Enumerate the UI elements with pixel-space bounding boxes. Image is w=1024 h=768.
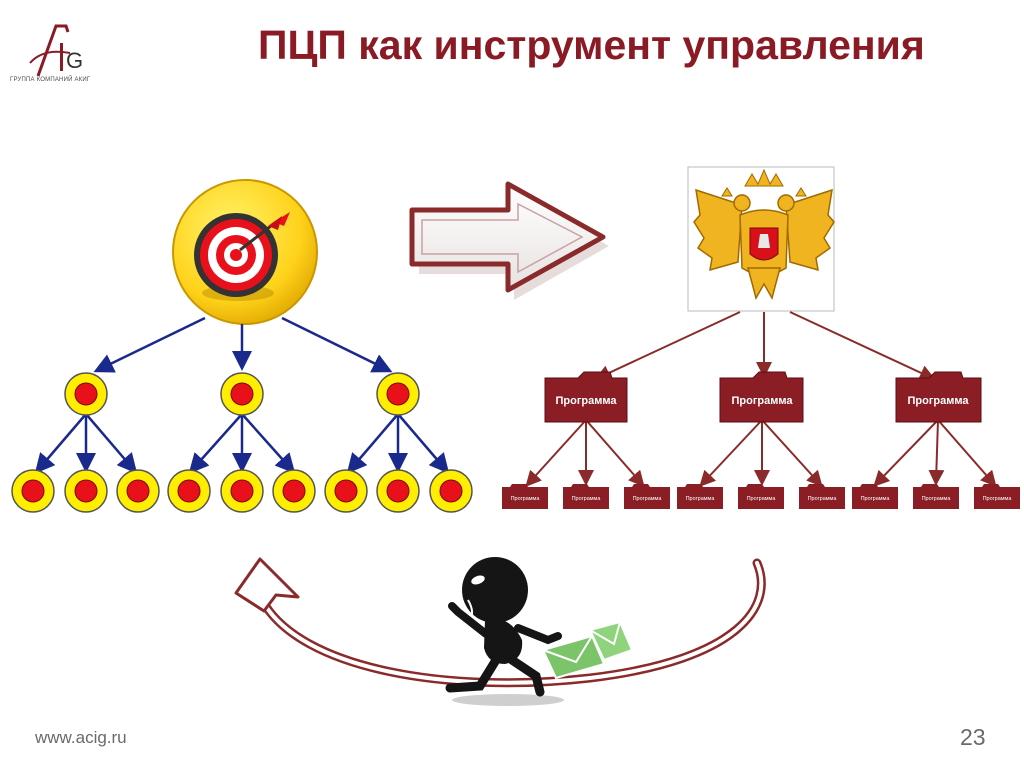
subprogram-label: Программа (983, 496, 1013, 502)
program-folder: Программа (895, 371, 982, 423)
tree-leaf (429, 469, 473, 513)
tree-leaf (220, 469, 264, 513)
subprogram-label: Программа (686, 496, 716, 502)
subprogram-label: Программа (633, 496, 663, 502)
running-man-icon (445, 557, 634, 706)
subprogram-folder: Программа (799, 484, 845, 509)
left-tree-connectors (34, 316, 450, 474)
program-folder: Программа (544, 371, 628, 423)
subprogram-label: Программа (747, 496, 777, 502)
subprogram-folder: Программа (677, 484, 723, 509)
program-label: Программа (907, 395, 969, 407)
target-icon (172, 179, 318, 325)
subprogram-label: Программа (808, 496, 838, 502)
subprogram-label: Программа (572, 496, 602, 502)
subprogram-folder: Программа (738, 484, 784, 509)
subprogram-folder: Программа (624, 484, 670, 509)
coat-of-arms-icon (687, 166, 835, 312)
program-folders: Программа Программа Программа (544, 371, 982, 423)
tree-leaf (167, 469, 211, 513)
company-logo: G (29, 24, 83, 77)
subprogram-folder: Программа (974, 484, 1020, 509)
right-tree-connectors (525, 311, 997, 488)
subprogram-folder: Программа (563, 484, 609, 509)
subprogram-folder: Программа (852, 484, 898, 509)
left-tree-branch-nodes (64, 372, 420, 416)
page-number: 23 (960, 724, 986, 750)
subprogram-label: Программа (922, 496, 952, 502)
dart-icon (239, 212, 290, 252)
subprogram-label: Программа (511, 496, 541, 502)
svg-text:G: G (66, 48, 83, 73)
tree-leaf (376, 469, 420, 513)
tree-node (64, 372, 108, 416)
return-arrow-icon (234, 557, 766, 688)
tree-leaf (64, 469, 108, 513)
arrow-right-icon (409, 181, 609, 300)
subprogram-label: Программа (861, 496, 891, 502)
program-label: Программа (731, 395, 793, 407)
logo-caption: ГРУППА КОМПАНИЙ АКИГ (10, 77, 91, 83)
subprogram-folder: Программа (913, 484, 959, 509)
program-folder: Программа (719, 371, 804, 423)
left-tree-leaf-nodes (11, 469, 473, 513)
program-label: Программа (555, 395, 617, 407)
tree-node (376, 372, 420, 416)
subprogram-folder: Программа (502, 484, 548, 509)
tree-node (220, 372, 264, 416)
envelope-icon (541, 620, 634, 680)
tree-leaf (116, 469, 160, 513)
footer-url[interactable]: www.acig.ru (35, 728, 127, 747)
tree-leaf (272, 469, 316, 513)
page-title: ПЦП как инструмент управления (258, 22, 925, 68)
subprogram-folders: Программа Программа Программа Программа … (502, 484, 1020, 509)
tree-leaf (11, 469, 55, 513)
tree-leaf (324, 469, 368, 513)
